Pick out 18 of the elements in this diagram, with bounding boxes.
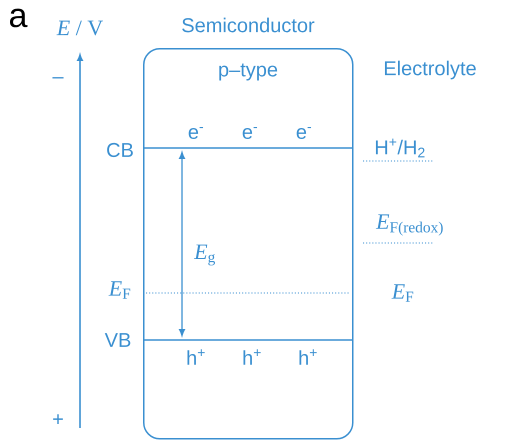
- semiconductor-box: [143, 48, 354, 440]
- level-label: E$_{F(redox)}$: [376, 214, 443, 236]
- type-label: p–type: [219, 63, 278, 81]
- sign-label: +: [53, 414, 63, 424]
- hole-label: h$^{+}$: [187, 349, 205, 365]
- hole-label: h$^{+}$: [243, 349, 261, 365]
- electron-label: e$^{-}$: [242, 127, 258, 139]
- region-label: Electrolyte: [384, 60, 476, 80]
- level-label: E$_{F}$: [392, 284, 414, 302]
- level-label: H$^{+}$/H$_{2}$: [376, 138, 424, 158]
- axis-label: E / V: [56, 20, 103, 36]
- sign-label: –: [52, 77, 64, 78]
- gap-label: E$_{g}$: [194, 244, 216, 266]
- electron-label: e$^{-}$: [188, 127, 204, 139]
- heading: Semiconductor: [182, 18, 314, 32]
- electron-label: e$^{-}$: [296, 127, 312, 139]
- panel-letter: a: [10, 8, 28, 28]
- hole-label: h$^{+}$: [299, 349, 317, 365]
